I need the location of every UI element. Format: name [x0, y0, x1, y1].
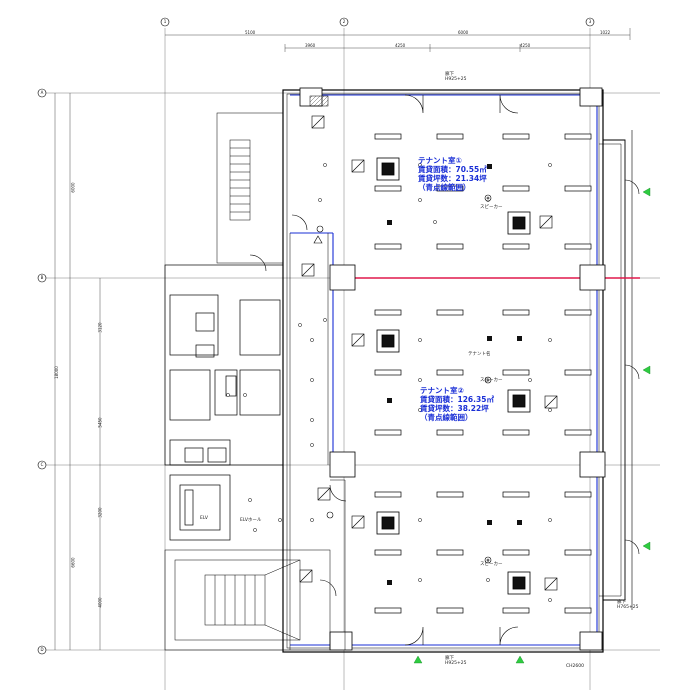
tenant1-info: テナント室① 賃貸面積：70.55㎡ 賃貸坪数：21.34坪 （青点線範囲）: [418, 156, 487, 192]
dim-left-7: 4000: [97, 597, 103, 608]
elevator: [169, 474, 231, 541]
stair-bottom: [164, 549, 331, 651]
tenant1-tsubo: 賃貸坪数：21.34坪: [418, 174, 487, 183]
dim-top-2: 3960: [305, 43, 316, 48]
axis-c: C: [40, 462, 44, 467]
door-markers: [413, 187, 651, 664]
warning-icon: [313, 235, 323, 244]
dim-top-1: 5100: [245, 30, 256, 35]
axis-bubbles: [37, 17, 595, 655]
tenant2-name: テナント室②: [420, 386, 464, 395]
light-fixtures: [374, 133, 592, 614]
dim-left-3: 3120: [97, 322, 103, 333]
columns: [299, 87, 606, 651]
elevator-hall-label: ELVホール: [240, 518, 262, 523]
dim-top-3: 4250: [395, 43, 406, 48]
axis-d: D: [40, 647, 44, 652]
dim-left-6: 6600: [70, 557, 76, 568]
tenant2-tsubo: 賃貸坪数：38.22坪: [420, 404, 489, 413]
axis-2: 2: [342, 19, 346, 24]
axis-3: 3: [588, 19, 592, 24]
tenant1-area: 賃貸面積：70.55㎡: [418, 165, 487, 174]
dim-left-2: 18000: [53, 366, 59, 379]
tenant2-area: 賃貸面積：126.35㎡: [420, 395, 494, 404]
speaker-icons: [316, 194, 492, 564]
door-swings: [249, 94, 640, 646]
tenant-name-label: テナント名: [468, 352, 491, 357]
elevator-label: ELV: [200, 516, 208, 521]
tenant2-note: （青点線範囲）: [420, 413, 473, 422]
tenant1-note: （青点線範囲）: [418, 183, 471, 192]
ceiling-height: CH2600: [566, 664, 584, 669]
dimension-lines: [54, 28, 631, 650]
dim-top-4: 6000: [458, 30, 469, 35]
dim-top-5: 4250: [520, 43, 531, 48]
dim-left-1: 6000: [70, 182, 76, 193]
axis-lines: [40, 28, 660, 690]
tenant1-name: テナント室①: [418, 156, 462, 165]
core-rooms: [164, 264, 284, 466]
axis-b: B: [40, 275, 44, 280]
axis-a: A: [40, 90, 44, 95]
stair-top: [216, 112, 284, 264]
speaker-label-1: スピーカー: [480, 205, 503, 210]
dim-left-5: 3200: [97, 507, 103, 518]
diffusers: [299, 115, 558, 591]
air-conditioners: [376, 157, 531, 595]
speaker-label-3: スピーカー: [480, 562, 503, 567]
axis-1: 1: [163, 19, 167, 24]
dim-top-6: 1022: [600, 30, 611, 35]
speaker-label-2: スピーカー: [480, 378, 503, 383]
dim-left-4: 5450: [97, 417, 103, 428]
tenant2-info: テナント室② 賃貸面積：126.35㎡ 賃貸坪数：38.22坪 （青点線範囲）: [420, 386, 494, 422]
